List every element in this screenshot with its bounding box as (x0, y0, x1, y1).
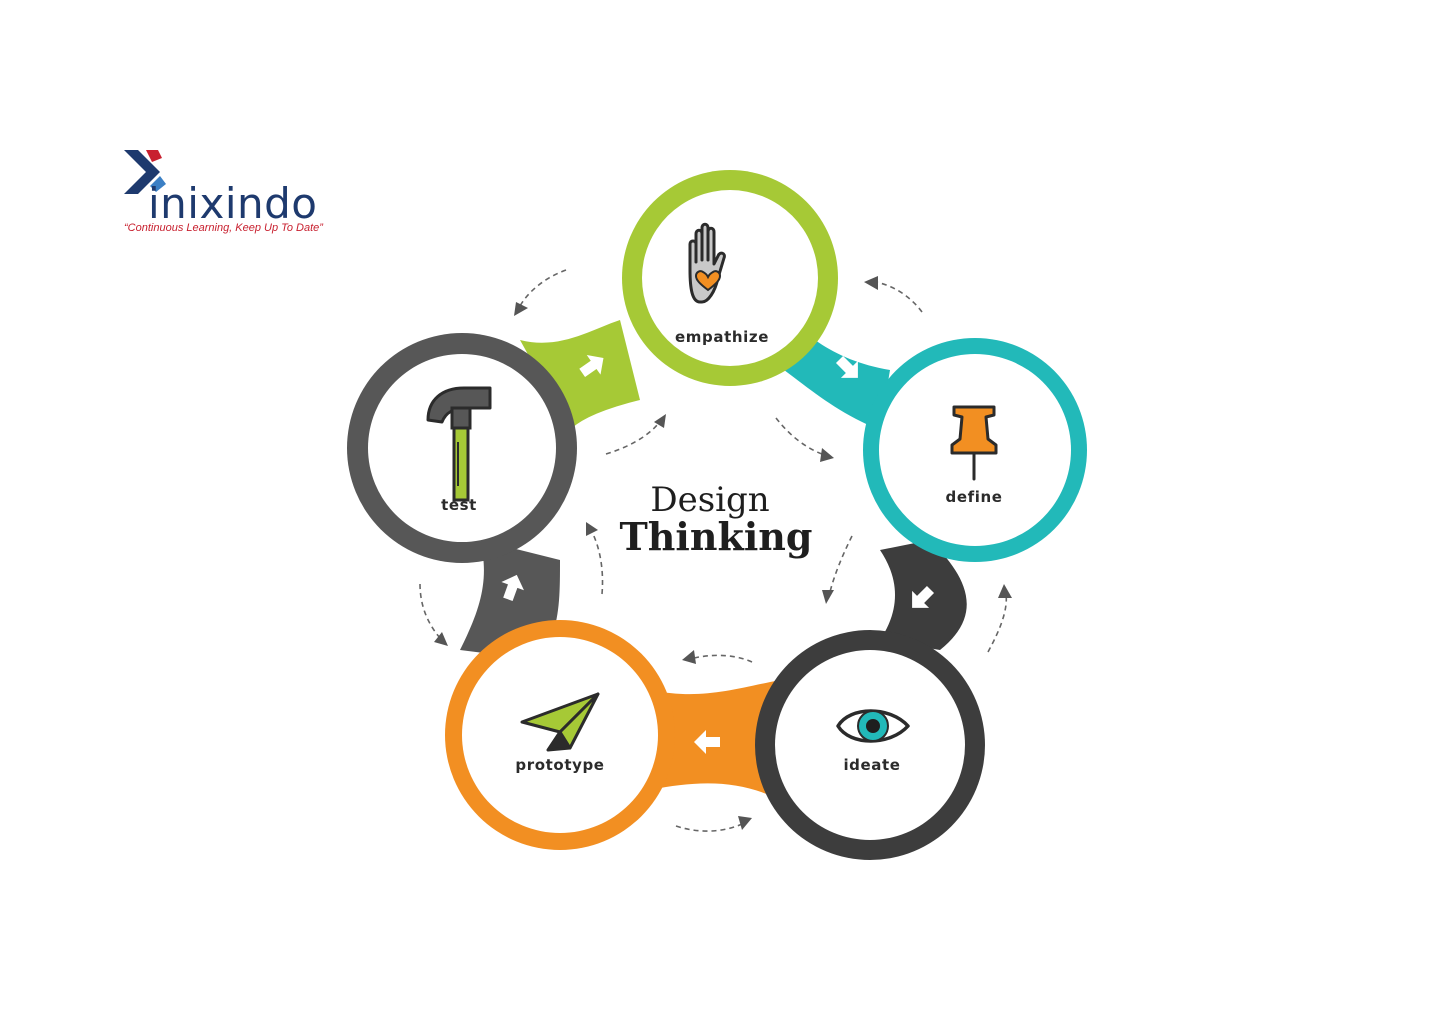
flow-arrow-icon (694, 730, 720, 754)
dashed-arrow-icon (514, 269, 567, 316)
center-title: Design Thinking (620, 480, 813, 559)
dashed-arrow-icon (586, 522, 604, 595)
dashed-arrow-icon (419, 583, 448, 646)
pushpin-icon (950, 405, 998, 481)
inner-dashed-arrows (586, 414, 853, 664)
stage-label-ideate: ideate (843, 756, 900, 774)
hammer-icon (426, 386, 492, 502)
outer-dashed-arrows (419, 269, 1012, 832)
dashed-arrow-icon (675, 816, 752, 832)
flow-arrow-icon (912, 585, 935, 608)
flow-arrow-icon (501, 574, 524, 601)
stage-label-empathize: empathize (675, 328, 769, 346)
flow-arrow-icon (579, 355, 604, 377)
stage-prototype: prototype (445, 620, 675, 850)
eye-icon (836, 709, 910, 743)
dashed-arrow-icon (682, 650, 753, 664)
stage-define: define (863, 338, 1087, 562)
flow-arrows (501, 355, 935, 754)
logo-mark-icon (124, 150, 166, 194)
center-title-line2: Thinking (620, 514, 813, 559)
stage-label-test: test (441, 496, 477, 514)
stage-label-prototype: prototype (515, 756, 604, 774)
dashed-arrow-icon (987, 584, 1012, 653)
stage-empathize: empathize (622, 170, 838, 386)
dashed-arrow-icon (822, 535, 853, 604)
dashed-arrow-icon (605, 414, 666, 455)
flow-arrow-icon (835, 355, 858, 378)
dashed-arrow-icon (864, 276, 923, 313)
stage-ideate: ideate (755, 630, 985, 860)
inixindo-logo: inixindo “Continuous Learning, Keep Up T… (124, 150, 324, 234)
stage-test: test (347, 333, 577, 563)
dashed-arrow-icon (775, 417, 834, 462)
stage-label-define: define (945, 488, 1002, 506)
center-title-line1: Design (650, 480, 769, 520)
logo-tagline: “Continuous Learning, Keep Up To Date” (124, 222, 324, 234)
paper-plane-icon (520, 692, 600, 752)
logo-wordmark: inixindo (148, 179, 317, 228)
hand-heart-icon (688, 222, 726, 304)
